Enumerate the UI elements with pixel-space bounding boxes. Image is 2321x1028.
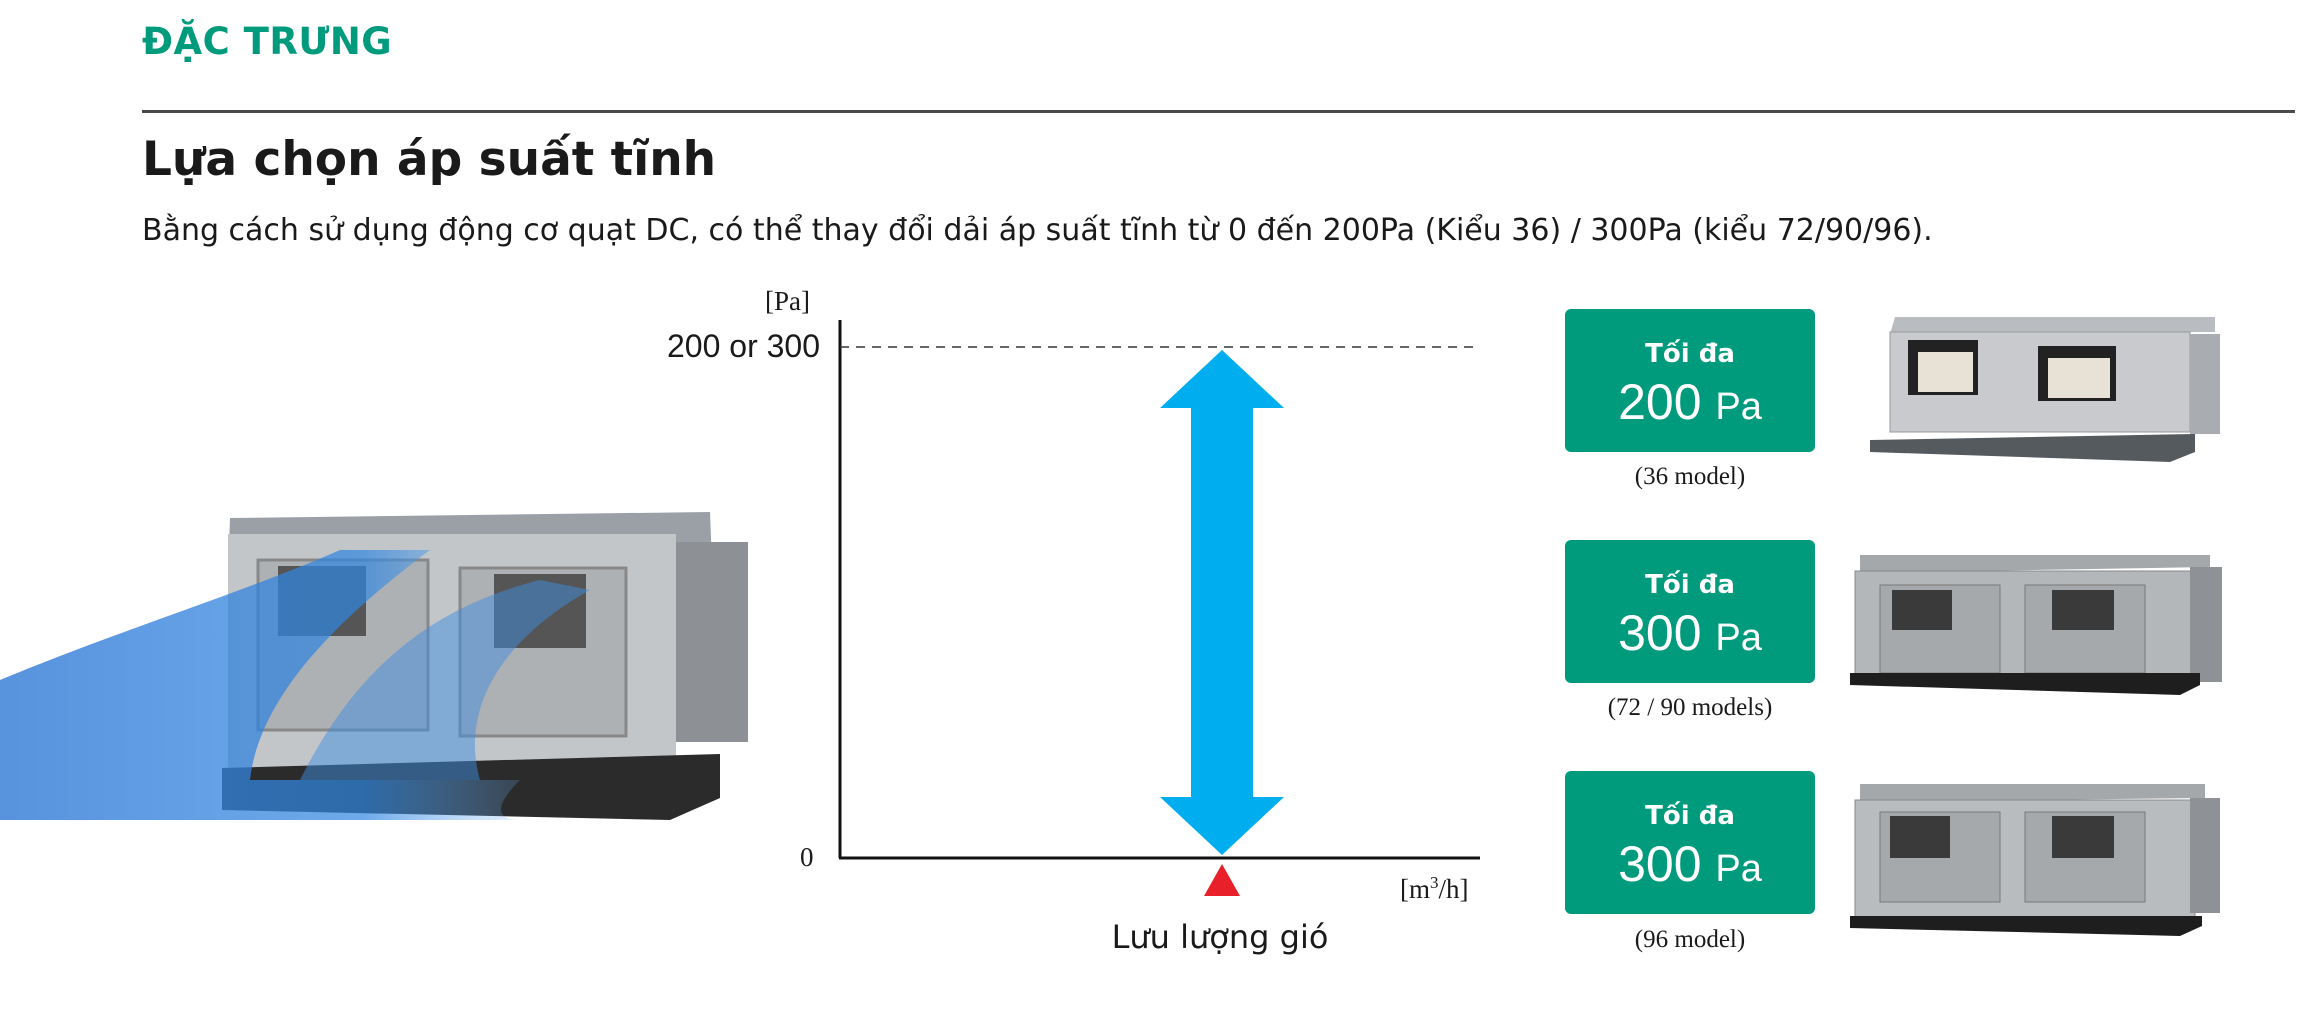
x-unit-prefix: [m — [1400, 874, 1430, 904]
model-caption: (72 / 90 models) — [1607, 694, 1773, 721]
badge-heading: Tối đa — [1645, 570, 1735, 600]
duct-unit-96-image — [1850, 784, 2220, 936]
badge-heading: Tối đa — [1645, 339, 1735, 369]
description: Bằng cách sử dụng động cơ quạt DC, có th… — [142, 213, 1933, 248]
duct-unit-airflow-image — [0, 512, 748, 820]
x-axis-unit: [m3/h] — [1400, 873, 1469, 905]
airflow-marker-icon — [1204, 864, 1240, 896]
x-unit-suffix: /h] — [1438, 874, 1469, 904]
pressure-range-arrow — [1160, 350, 1284, 855]
model-badge-36: Tối đa 200 Pa — [1565, 309, 1815, 452]
model-badge-72-90: Tối đa 300 Pa — [1565, 540, 1815, 683]
badge-value: 200 — [1618, 374, 1702, 430]
badge-value: 300 — [1618, 836, 1702, 892]
x-axis-label: Lưu lượng gió — [1111, 918, 1329, 956]
page-title: Lựa chọn áp suất tĩnh — [142, 132, 717, 187]
model-caption: (36 model) — [1634, 463, 1746, 490]
y-max-label: 200 or 300 — [666, 328, 820, 364]
badge-heading: Tối đa — [1645, 801, 1735, 831]
badge-unit: Pa — [1715, 617, 1762, 659]
duct-unit-72-90-image — [1850, 555, 2222, 695]
x-unit-sup: 3 — [1430, 873, 1439, 892]
section-label: ĐẶC TRƯNG — [142, 20, 393, 63]
model-badge-96: Tối đa 300 Pa — [1565, 771, 1815, 914]
y-zero-label: 0 — [800, 842, 814, 872]
model-caption: (96 model) — [1634, 926, 1746, 953]
badge-unit: Pa — [1715, 386, 1762, 428]
badge-unit: Pa — [1715, 848, 1762, 890]
divider — [142, 110, 2295, 113]
duct-unit-36-image — [1870, 317, 2220, 462]
y-axis-unit: [Pa] — [765, 286, 810, 316]
badge-value: 300 — [1618, 605, 1702, 661]
